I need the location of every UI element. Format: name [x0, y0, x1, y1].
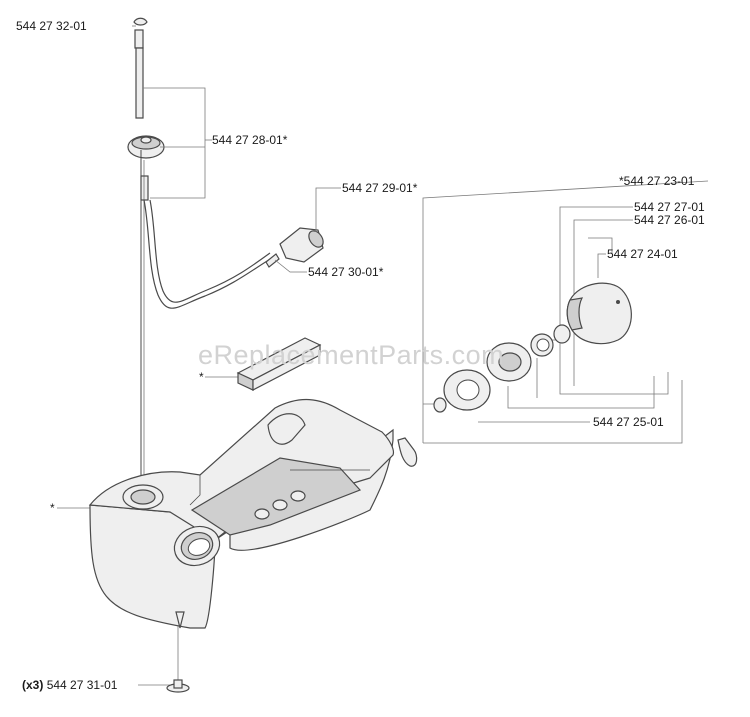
label-544-27-25-01[interactable]: 544 27 25-01 [593, 415, 664, 429]
label-544-27-30-01[interactable]: 544 27 30-01* [308, 265, 384, 279]
label-qty: (x3) [22, 678, 44, 692]
foam-pad[interactable] [236, 337, 322, 391]
fuel-cap[interactable] [566, 282, 632, 345]
fuel-line-assembly [127, 17, 326, 485]
label-544-27-23-01[interactable]: *544 27 23-01 [619, 174, 695, 188]
lower-hose-stub [140, 175, 149, 201]
label-544-27-27-01[interactable]: 544 27 27-01 [634, 200, 705, 214]
label-star-pad: * [199, 370, 204, 384]
ring-27[interactable] [530, 333, 554, 357]
gasket-26[interactable] [486, 342, 532, 382]
label-544-27-24-01[interactable]: 544 27 24-01 [607, 247, 678, 261]
washer-25[interactable] [443, 369, 491, 411]
label-544-27-29-01[interactable]: 544 27 29-01* [342, 181, 418, 195]
small-washer[interactable] [553, 324, 571, 344]
fuel-filter[interactable] [279, 227, 326, 263]
small-o-ring[interactable] [433, 397, 447, 413]
fitting-neck [134, 29, 144, 49]
mounting-foot-31[interactable] [166, 679, 190, 693]
watermark: eReplacementParts.com [198, 340, 505, 370]
grommet[interactable] [127, 135, 165, 159]
fuel-tank[interactable] [88, 398, 395, 629]
upper-hose[interactable] [135, 47, 144, 119]
hose-clamp[interactable] [265, 253, 280, 268]
label-544-27-28-01[interactable]: 544 27 28-01* [212, 133, 288, 147]
fitting-top[interactable] [133, 17, 148, 26]
label-544-27-31-01-row[interactable]: (x3) 544 27 31-01 [22, 678, 117, 692]
fuel-hose[interactable] [143, 199, 273, 309]
label-544-27-31-01: 544 27 31-01 [46, 678, 118, 692]
label-544-27-26-01[interactable]: 544 27 26-01 [634, 213, 705, 227]
cap-assembly [397, 282, 632, 467]
label-star-tank: * [50, 501, 55, 515]
cap-strap[interactable] [397, 437, 418, 467]
label-544-27-32-01[interactable]: 544 27 32-01 [16, 19, 87, 33]
